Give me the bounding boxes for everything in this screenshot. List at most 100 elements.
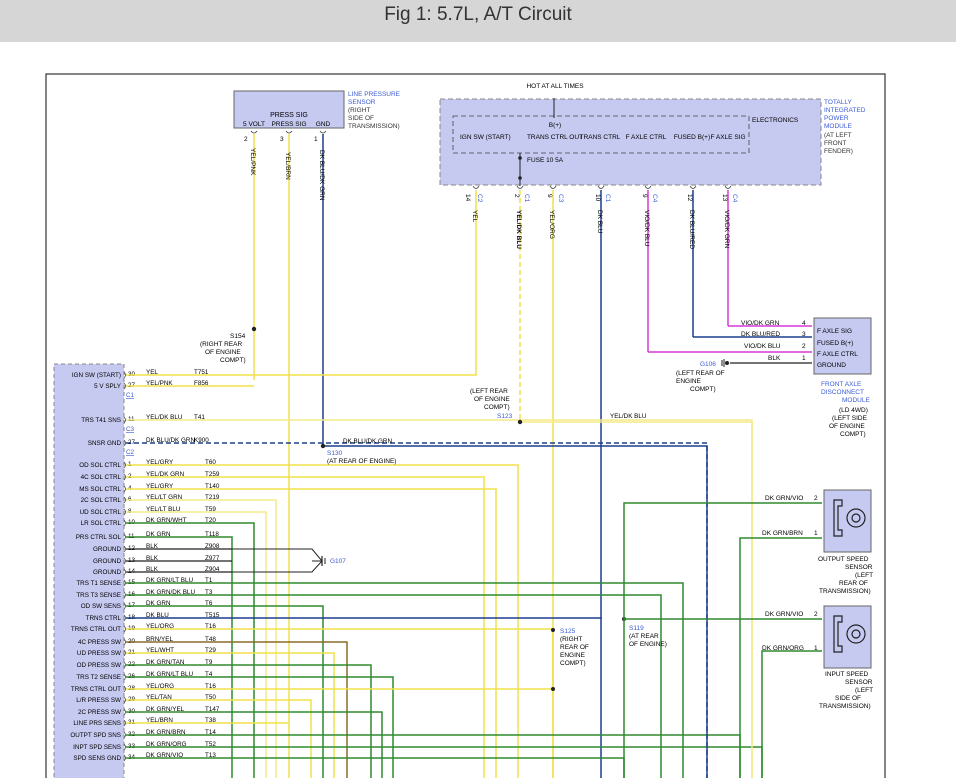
pcm-pin-label: OD SOL CTRL	[79, 462, 121, 469]
pcm-wire-color: DK GRN	[146, 531, 171, 538]
pcm-module	[53, 363, 125, 778]
connector-icon	[250, 130, 258, 134]
pcm-circuit-id: T60	[205, 459, 216, 466]
speed-sensor-wires: DK GRN/VIO DK GRN/BRN 2 1 DK GRN/VIO DK …	[623, 495, 822, 778]
pcm-pin-label: UD SOL CTRL	[80, 509, 122, 516]
splice-icon	[551, 628, 555, 632]
lps-wire-label: YEL/PNK	[249, 148, 256, 176]
wire	[126, 664, 372, 778]
wire	[126, 746, 763, 778]
pcm-circuit-id: T48	[205, 636, 216, 643]
pcm-wire-color: BLK	[146, 543, 159, 550]
tipm-wire-label: YEL/DK BLU	[515, 210, 522, 249]
pcm-pin-label: L/R PRESS SW	[76, 697, 121, 704]
svg-text:12: 12	[686, 194, 693, 202]
connector-icon	[123, 614, 126, 622]
connector-icon	[123, 461, 126, 469]
pcm-circuit-id: T751	[194, 369, 209, 376]
svg-text:13: 13	[721, 194, 728, 202]
connector-icon	[123, 533, 126, 541]
lps-pin-sig: PRESS SIG	[271, 121, 306, 128]
pcm-circuit-id: T3	[205, 589, 213, 596]
pcm-connector-label: C2	[126, 449, 135, 456]
header-bar: Fig 1: 5.7L, A/T Circuit	[0, 0, 956, 42]
pcm-pin-label: INPT SPD SENS	[73, 744, 121, 751]
svg-text:2: 2	[814, 611, 818, 618]
pcm-circuit-id: T147	[205, 706, 220, 713]
tipm-pin-tco: TRANS CTRL OUT	[527, 134, 583, 141]
pcm-pin-label: LR SOL CTRL	[81, 520, 122, 527]
pcm-circuit-id: T140	[205, 483, 220, 490]
wire	[126, 499, 277, 778]
pcm-circuit-id: T16	[205, 683, 216, 690]
connector-icon	[123, 602, 126, 610]
pcm-wire-color: DK GRN/VIO	[146, 752, 183, 759]
pcm-wire-color: YEL/DK GRN	[146, 471, 185, 478]
svg-text:G107: G107	[330, 558, 346, 565]
svg-text:9: 9	[546, 194, 553, 198]
svg-text:C1: C1	[604, 194, 611, 203]
pcm-circuit-id: T259	[205, 471, 220, 478]
pcm-wire-color: BLK	[146, 555, 159, 562]
line-pressure-sensor: PRESS SIG 5 VOLT PRESS SIG GND LINE PRES…	[233, 90, 401, 130]
connector-icon	[123, 708, 126, 716]
svg-text:2: 2	[513, 194, 520, 198]
svg-text:9: 9	[641, 194, 648, 198]
svg-text:S154: S154	[230, 333, 246, 340]
connector-icon	[123, 568, 126, 576]
svg-text:C4: C4	[731, 194, 738, 203]
connector-icon	[597, 185, 605, 189]
pcm-circuit-id: T4	[205, 671, 213, 678]
ground-icon	[721, 359, 729, 367]
tipm-fuse: FUSE 10 5A	[527, 157, 564, 164]
svg-text:2: 2	[244, 136, 248, 143]
lps-wire-label: DK BLU/DK GRN	[318, 150, 325, 201]
lps-connector-icons	[250, 130, 327, 134]
pcm-pin-label: SNSR GND	[88, 440, 122, 447]
pcm-circuit-id: T38	[205, 717, 216, 724]
pcm-pin-label: 4C SOL CTRL	[81, 474, 122, 481]
pcm-circuit-id: T59	[205, 506, 216, 513]
pcm-pin-label: TRNS CTRL	[86, 615, 122, 622]
pcm-circuit-id: T13	[205, 752, 216, 759]
pcm-pin-label: IGN SW (START)	[72, 372, 121, 379]
pcm-circuit-id: T52	[205, 741, 216, 748]
svg-text:S130: S130	[327, 450, 343, 457]
pcm-wire-color: YEL/WHT	[146, 647, 174, 654]
wire	[126, 464, 519, 778]
pcm-wire-color: DK GRN/TAN	[146, 659, 185, 666]
tipm-hot-label: HOT AT ALL TIMES	[526, 83, 584, 90]
connector-icon	[123, 743, 126, 751]
svg-text:4: 4	[802, 320, 806, 327]
wire	[126, 605, 324, 778]
pcm-pin-label: PRS CTRL SOL	[76, 534, 122, 541]
svg-text:3: 3	[802, 331, 806, 338]
connector-icon	[123, 508, 126, 516]
pcm-pin-label: SPD SENS GND	[73, 755, 121, 762]
pcm-pin-number: 27	[128, 439, 136, 446]
pcm-circuit-id: T118	[205, 531, 219, 538]
pcm-circuit-id: T16	[205, 623, 216, 630]
pcm-circuit-id: T41	[194, 414, 205, 421]
pcm-circuit-id: Z908	[205, 543, 220, 550]
connector-icon	[123, 557, 126, 565]
splice-icon	[517, 419, 523, 425]
front-axle-module: F AXLE SIG FUSED B(+) F AXLE CTRL GROUND…	[813, 317, 872, 438]
pcm-pin-label: OD PRESS SW	[77, 662, 121, 669]
pcm-wire-color: YEL/PNK	[146, 380, 173, 387]
pcm-pin-label: LINE PRS SENS	[73, 720, 121, 727]
svg-text:1: 1	[814, 645, 818, 652]
connector-icon	[123, 485, 126, 493]
splice-icon	[251, 326, 257, 332]
